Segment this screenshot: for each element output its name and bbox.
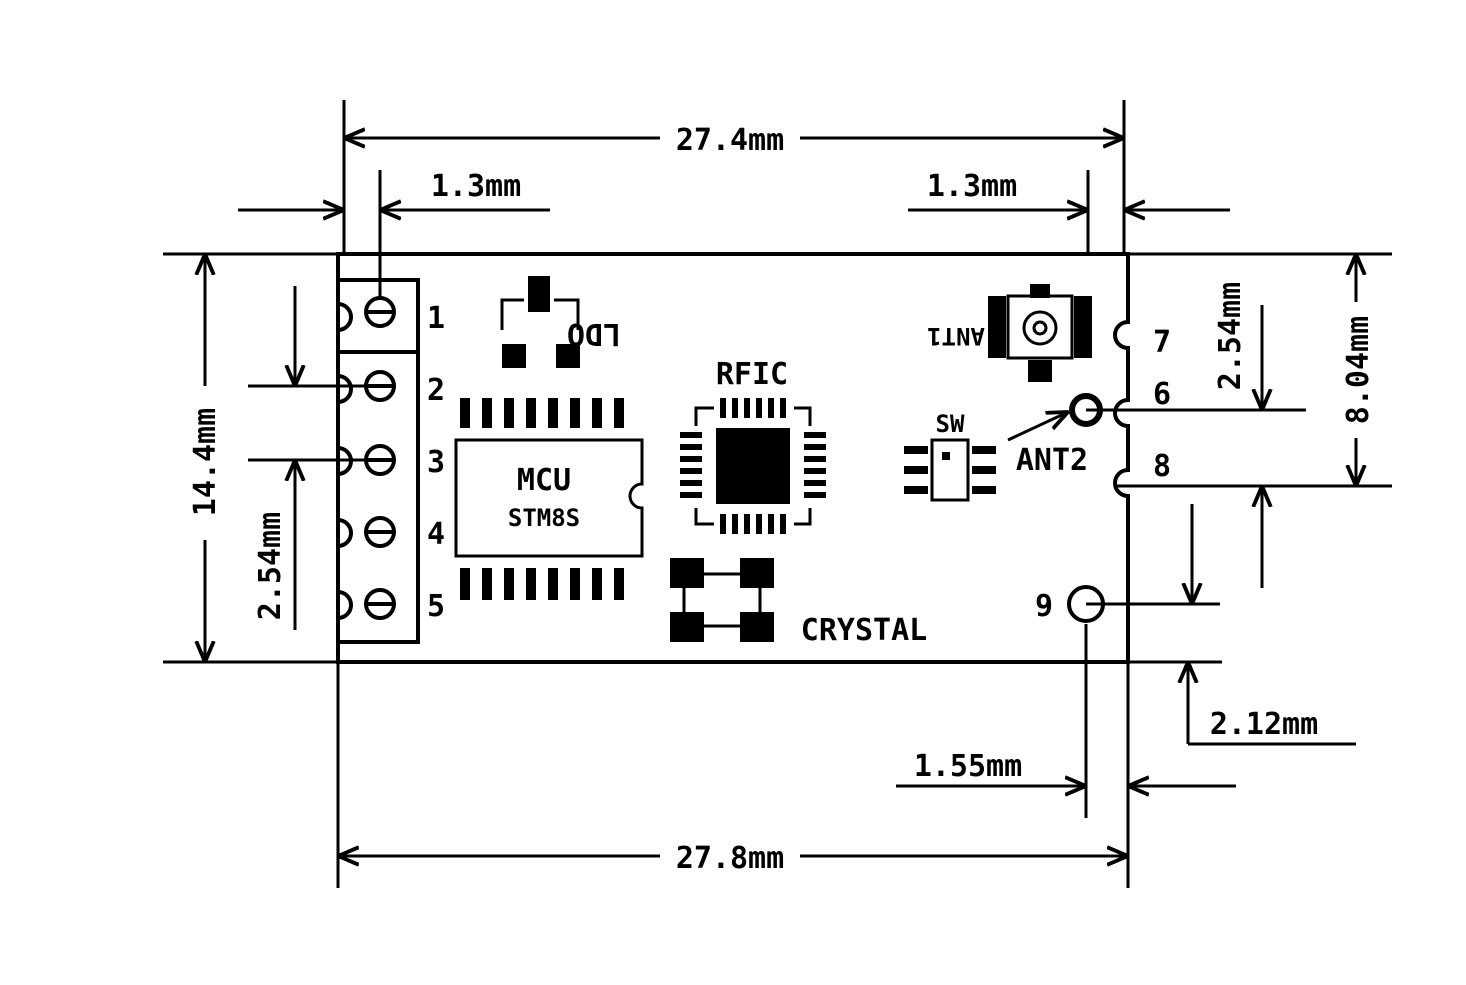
left-pin-pads <box>364 296 396 620</box>
pin-label-1: 1 <box>427 301 445 336</box>
dim-top-width: 27.4mm <box>676 123 784 158</box>
rfic-label: RFIC <box>716 357 788 392</box>
dim-left-pitch: 2.54mm <box>253 512 288 620</box>
pin-label-7: 7 <box>1153 325 1171 360</box>
pin-label-5: 5 <box>427 589 445 624</box>
rfic-outline <box>694 406 812 526</box>
dim-right-pitch: 2.54mm <box>1213 282 1248 390</box>
ldo-outline <box>500 298 580 330</box>
switch-label: SW <box>936 410 965 438</box>
crystal-outline <box>682 572 762 628</box>
dim-right-offset: 1.3mm <box>927 169 1017 204</box>
dim-left-offset: 1.3mm <box>431 169 521 204</box>
ant2-label: ANT2 <box>1016 443 1088 478</box>
ant1-label: ANT1 <box>927 322 985 350</box>
dim-bottom-width: 27.8mm <box>676 841 784 876</box>
pin-label-2: 2 <box>427 373 445 408</box>
switch-body <box>930 438 970 502</box>
pin9-pad <box>1067 585 1105 623</box>
pin-label-3: 3 <box>427 445 445 480</box>
dim-pin9-from-bottom: 2.12mm <box>1210 707 1318 742</box>
mcu-label: MCU <box>517 463 571 498</box>
crystal-label: CRYSTAL <box>801 613 927 648</box>
dim-height: 14.4mm <box>188 408 223 516</box>
dim-pin9-from-edge: 1.55mm <box>914 749 1022 784</box>
pin-label-6: 6 <box>1153 377 1171 412</box>
ldo-label: LDO <box>567 316 621 351</box>
mcu-part-label: STM8S <box>508 504 580 532</box>
pin-label-8: 8 <box>1153 449 1171 484</box>
mcu-body <box>454 438 644 558</box>
pin-label-9: 9 <box>1035 589 1053 624</box>
dim-right-height: 8.04mm <box>1341 316 1376 424</box>
pin-label-4: 4 <box>427 517 445 552</box>
ant1-connector <box>1006 294 1074 360</box>
